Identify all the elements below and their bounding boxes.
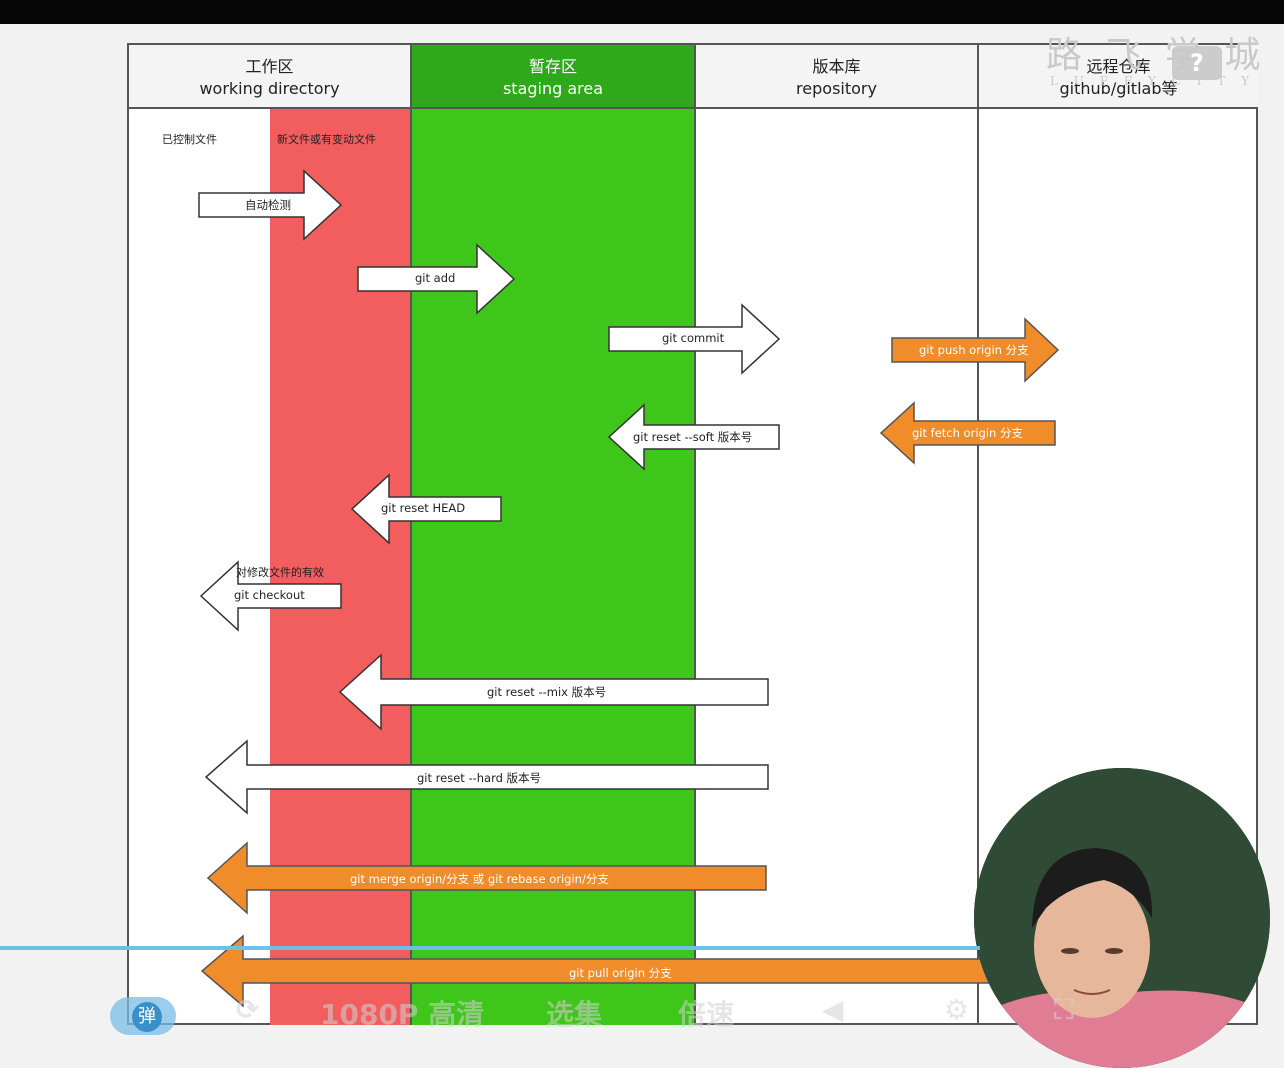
header-cn: 版本库 [812, 57, 861, 76]
fullscreen-icon[interactable]: ⛶ [1054, 993, 1074, 1026]
danmu-toggle[interactable]: 弹 [110, 997, 176, 1035]
arrow-label: git reset --soft 版本号 [633, 430, 753, 444]
webcam-overlay [974, 768, 1270, 1068]
luffycity-watermark: 路 飞 学 城 [1046, 35, 1267, 76]
arrow-label: git checkout [234, 588, 305, 602]
arrow-label: git reset HEAD [381, 501, 466, 515]
help-icon[interactable]: ? [1172, 46, 1222, 80]
danmu-icon: 弹 [132, 1002, 162, 1032]
video-progress-bar[interactable] [0, 946, 980, 950]
arrow-label: git commit [662, 331, 725, 345]
arrow-label: git fetch origin 分支 [912, 426, 1023, 440]
header-cn: 工作区 [245, 57, 294, 76]
header-staging-area: 暂存区 staging area [412, 45, 694, 109]
header-cn: 远程仓库 [1086, 57, 1151, 76]
settings-icon[interactable]: ⚙ [944, 993, 970, 1026]
loop-icon[interactable]: ⟳ [236, 993, 260, 1026]
header-cn: 暂存区 [528, 57, 577, 76]
checkout-note: 对修改文件的有效 [236, 566, 324, 579]
column-repository: 版本库 repository [696, 45, 979, 1023]
note-tracked: 已控制文件 [162, 133, 217, 146]
note-new-changed: 新文件或有变动文件 [277, 133, 376, 146]
quality-button[interactable]: 1080P 高清 [320, 998, 485, 1031]
header-en: repository [796, 79, 877, 98]
header-en: working directory [199, 79, 340, 98]
arrow-label: git reset --mix 版本号 [487, 685, 607, 699]
arrow-label: git merge origin/分支 或 git rebase origin/… [350, 872, 609, 886]
header-en: staging area [502, 79, 604, 98]
header-repository: 版本库 repository [696, 45, 977, 109]
arrow-label: git pull origin 分支 [569, 966, 672, 980]
episodes-button[interactable]: 选集 [546, 998, 603, 1031]
top-black-bar [0, 0, 1284, 24]
presenter-video [974, 768, 1270, 1068]
luffycity-watermark-en: L U F F Y C I T Y [1050, 74, 1256, 88]
arrow-label: git reset --hard 版本号 [417, 771, 542, 785]
header-working-directory: 工作区 working directory [129, 45, 410, 109]
volume-icon[interactable]: ◀ [822, 993, 844, 1026]
speed-button[interactable]: 倍速 [678, 998, 735, 1031]
arrow-label: git add [415, 271, 456, 285]
arrow-label: git push origin 分支 [919, 343, 1029, 357]
arrow-label: 自动检测 [245, 198, 291, 212]
header-en: github/gitlab等 [1059, 79, 1178, 98]
